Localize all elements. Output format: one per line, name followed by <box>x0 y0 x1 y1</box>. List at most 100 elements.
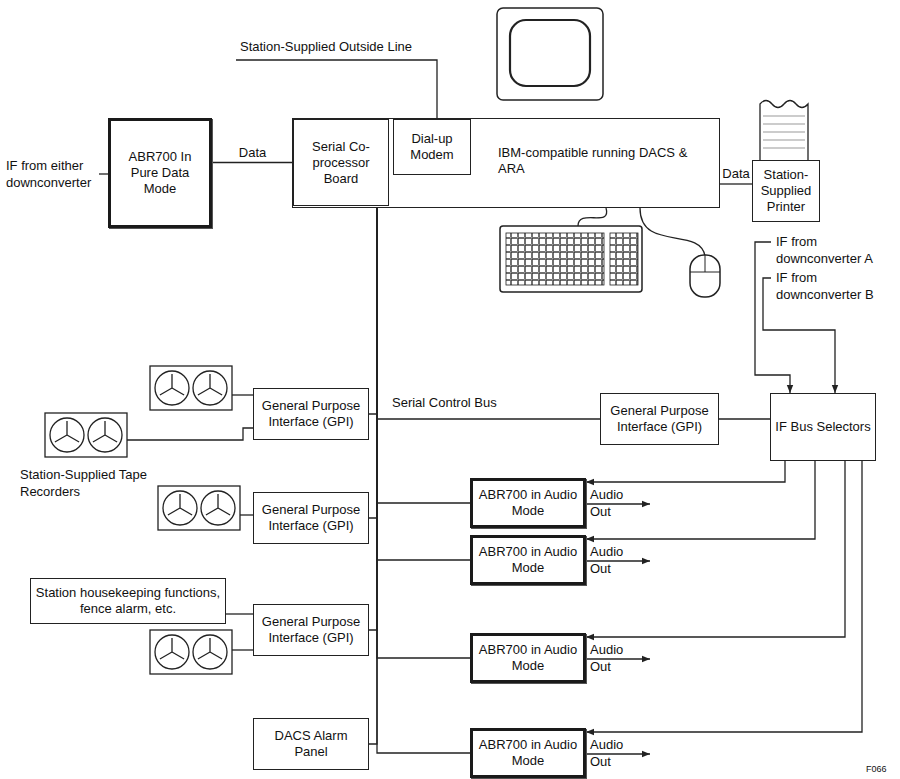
gpi-box: General Purpose Interface (GPI) <box>253 604 369 656</box>
connector-line <box>212 162 293 163</box>
connector-line <box>377 206 470 658</box>
connector-line <box>377 206 470 503</box>
keyboard-body <box>500 226 642 292</box>
node-text: IF Bus Selectors <box>775 419 870 435</box>
connector-line <box>586 461 785 482</box>
annotation-label: Serial Control Bus <box>392 394 522 411</box>
coprocessor-board: Serial Co-processor Board <box>293 119 389 206</box>
annotation-label: Audio Out <box>590 486 634 520</box>
tape-recorder-box <box>158 486 240 530</box>
tape-recorder <box>150 366 232 410</box>
tape-reel <box>50 418 84 452</box>
annotation-label: Station-Supplied Outside Line <box>240 38 450 55</box>
gpi-box: General Purpose Interface (GPI) <box>253 492 369 544</box>
monitor-icon <box>497 8 603 100</box>
node-text: Serial Co-processor Board <box>298 139 384 187</box>
tape-reel <box>163 491 197 525</box>
keypad-keys <box>610 233 638 285</box>
connector-line <box>719 418 770 419</box>
tape-reel <box>88 418 122 452</box>
figure-number: F066 <box>866 764 900 775</box>
audio-receiver: ABR700 in Audio Mode <box>470 535 586 585</box>
node-text: DACS Alarm Panel <box>258 728 364 760</box>
tape-reel <box>193 635 227 669</box>
audio-receiver: ABR700 in Audio Mode <box>470 478 586 528</box>
keyboard-cable <box>578 208 607 226</box>
tape-recorder-box <box>150 366 232 410</box>
if-input-wire <box>99 173 108 174</box>
node-text: General Purpose Interface (GPI) <box>258 614 364 646</box>
gpi-box: General Purpose Interface (GPI) <box>253 388 369 440</box>
monitor-screen <box>510 20 590 86</box>
mouse-buttons <box>690 255 720 272</box>
node-text: General Purpose Interface (GPI) <box>258 398 364 430</box>
connector-line <box>377 206 470 753</box>
connector-line <box>720 183 752 184</box>
tape-wire <box>232 394 253 395</box>
tape-recorder-box <box>45 413 127 457</box>
mouse-body <box>690 255 720 297</box>
tape-wire <box>232 649 253 650</box>
connector-line <box>369 206 377 414</box>
node-text: Dial-up Modem <box>398 131 466 163</box>
node-text: ABR700 in Audio Mode <box>477 737 579 769</box>
connector-line <box>586 461 862 732</box>
connector-line <box>377 206 470 560</box>
audio-receiver: ABR700 in Audio Mode <box>470 633 586 683</box>
node-text: Station-Supplied Printer <box>757 167 815 215</box>
annotation-label: IF from either downconverter <box>6 157 98 191</box>
printer-box: Station-Supplied Printer <box>752 160 820 222</box>
tape-wire <box>127 428 253 440</box>
connector-line <box>586 461 845 637</box>
tape-recorder <box>150 630 232 674</box>
node-text: IBM-compatible running DACS & ARA <box>498 145 713 177</box>
connector-line <box>369 206 377 630</box>
annotation-label: Audio Out <box>590 641 634 675</box>
mouse-cable <box>640 208 705 256</box>
node-text: ABR700 in Audio Mode <box>477 544 579 576</box>
tape-reel <box>155 371 189 405</box>
node-text: Station housekeeping functions, fence al… <box>35 585 221 617</box>
connector-line <box>586 461 815 539</box>
monitor-case <box>497 8 603 100</box>
selector-box: IF Bus Selectors <box>770 393 876 461</box>
connector-line <box>377 206 600 419</box>
annotation-label: IF from downconverter B <box>776 269 894 303</box>
keyboard-icon <box>500 208 642 292</box>
annotation-label: Audio Out <box>590 736 634 770</box>
annotation-label: Station-Supplied Tape Recorders <box>20 466 150 500</box>
audio-receiver: ABR700 in Audio Mode <box>470 728 586 778</box>
node-text: General Purpose Interface (GPI) <box>605 403 714 435</box>
tape-reel <box>201 491 235 525</box>
housekeeping-box: Station housekeeping functions, fence al… <box>30 578 226 624</box>
tape-reel <box>155 635 189 669</box>
gpi-box: General Purpose Interface (GPI) <box>600 393 719 445</box>
printer-paper <box>760 101 808 161</box>
paper-lines <box>763 116 805 148</box>
tape-recorder <box>158 486 240 530</box>
keyboard-keys <box>506 233 604 285</box>
wires <box>99 60 835 754</box>
outside-line-wire <box>236 60 437 118</box>
tape-recorder <box>45 413 127 457</box>
connector-line <box>369 206 377 744</box>
paper-sheet <box>760 101 808 161</box>
tape-recorder-box <box>150 630 232 674</box>
node-text: General Purpose Interface (GPI) <box>258 502 364 534</box>
edge-label: Data <box>722 166 749 181</box>
tape-reel <box>193 371 227 405</box>
connector-line <box>369 206 377 518</box>
annotation-label: IF from downconverter A <box>776 233 894 267</box>
edge-label: Data <box>239 145 266 160</box>
modem-box: Dial-up Modem <box>393 119 471 175</box>
node-text: ABR700 in Audio Mode <box>477 487 579 519</box>
tape-wire <box>240 514 253 515</box>
alarm-panel-box: DACS Alarm Panel <box>253 718 369 770</box>
annotation-label: Audio Out <box>590 543 634 577</box>
connector-line <box>226 613 253 614</box>
computer-box: IBM-compatible running DACS & ARA Serial … <box>292 118 720 208</box>
data-receiver: ABR700 In Pure Data Mode <box>108 118 212 228</box>
